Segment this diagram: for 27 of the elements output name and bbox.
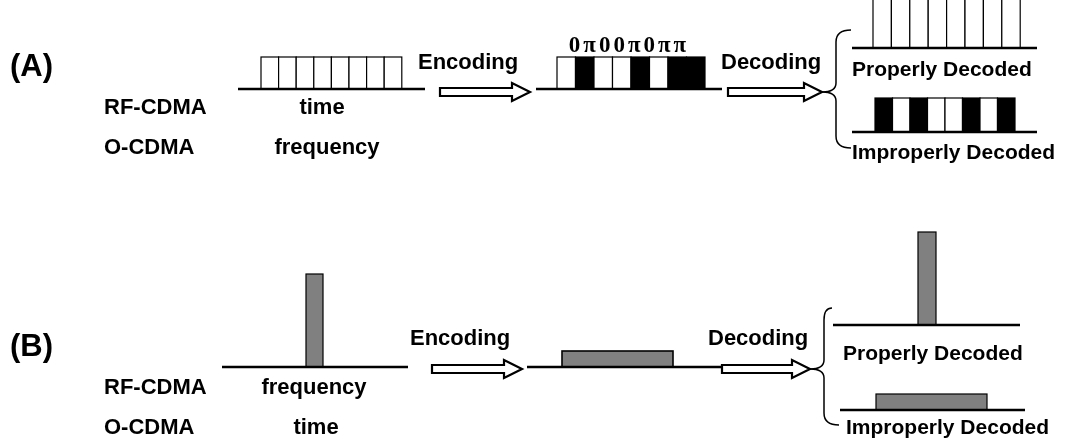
edge-label: Decoding <box>708 326 809 351</box>
node-label: Improperly Decoded <box>846 415 1050 439</box>
axis-label: frequency <box>274 135 380 160</box>
block-arrow <box>726 81 825 103</box>
node-label: Improperly Decoded <box>852 140 1056 164</box>
edge-label: Decoding <box>721 50 822 75</box>
brace-arm <box>823 412 840 426</box>
axis-label: time <box>299 95 345 120</box>
node-label: Properly Decoded <box>843 341 1023 365</box>
brace-arm <box>835 135 852 149</box>
brace-arm <box>835 29 852 43</box>
axis-label: frequency <box>261 375 367 400</box>
axis-label: time <box>293 415 339 440</box>
block-arrow <box>438 81 533 103</box>
block-arrow <box>720 358 813 380</box>
node-label: Properly Decoded <box>852 57 1032 81</box>
row-label: O-CDMA <box>104 135 195 160</box>
row-label: O-CDMA <box>104 415 195 440</box>
panel-label: (B) <box>10 329 54 364</box>
code-sequence: 0π00π0ππ <box>567 32 691 58</box>
brace-arm <box>823 307 833 321</box>
edge-label: Encoding <box>418 50 519 75</box>
edge-label: Encoding <box>410 326 511 351</box>
row-label: RF-CDMA <box>104 375 207 400</box>
panel-label: (A) <box>10 49 54 84</box>
block-arrow <box>430 358 525 380</box>
row-label: RF-CDMA <box>104 95 207 120</box>
